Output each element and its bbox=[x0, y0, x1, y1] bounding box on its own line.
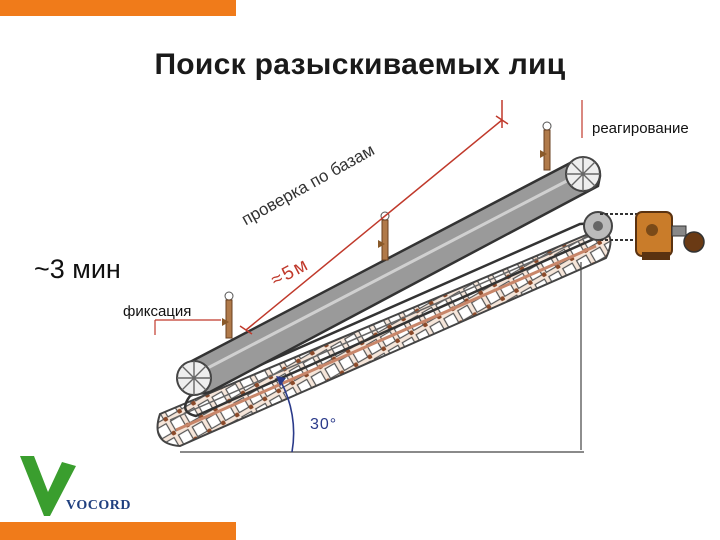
distance-dimension-line bbox=[239, 100, 509, 335]
camera-fixation bbox=[222, 291, 234, 339]
escalator-steps-band bbox=[156, 228, 612, 448]
top-wheel bbox=[565, 156, 601, 192]
page-title: Поиск разыскиваемых лиц bbox=[154, 48, 566, 81]
logo-text: VOCORD bbox=[66, 498, 131, 513]
reaction-label: реагирование bbox=[592, 120, 689, 137]
bottom-wheel bbox=[176, 360, 212, 396]
bottom-accent-bar bbox=[0, 522, 236, 540]
angle-arc bbox=[279, 379, 295, 453]
time-label: ~3 мин bbox=[34, 254, 121, 284]
camera-check bbox=[378, 211, 390, 261]
vocord-logo-mark bbox=[20, 456, 76, 516]
drive-gear bbox=[583, 211, 613, 241]
fixation-label: фиксация bbox=[123, 303, 192, 320]
top-accent-bar bbox=[0, 0, 236, 16]
drive-motor bbox=[600, 211, 705, 260]
angle-arrowhead bbox=[276, 376, 286, 386]
angle-label: 30° bbox=[310, 416, 338, 433]
camera-reaction bbox=[540, 121, 552, 171]
